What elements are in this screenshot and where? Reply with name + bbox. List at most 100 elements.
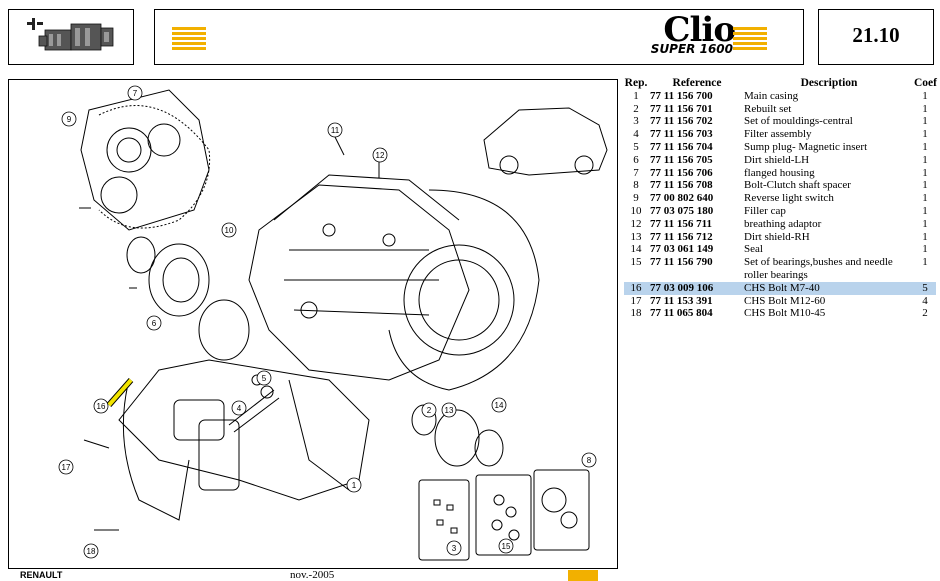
callout-12: 12 bbox=[372, 147, 388, 163]
cell-rep: 5 bbox=[633, 140, 639, 153]
callout-1: 1 bbox=[346, 477, 362, 493]
svg-text:14: 14 bbox=[495, 401, 504, 410]
cell-reference: 77 11 065 804 bbox=[650, 307, 713, 320]
cell-coef: 1 bbox=[922, 128, 928, 141]
callout-2: 2 bbox=[421, 402, 437, 418]
svg-text:7: 7 bbox=[133, 89, 138, 98]
table-row[interactable]: 9 77 00 802 640 Reverse light switch 1 bbox=[624, 192, 936, 205]
cell-description: Bolt-Clutch shaft spacer bbox=[744, 179, 851, 192]
table-row[interactable]: 2 77 11 156 701 Rebuilt set 1 bbox=[624, 103, 936, 116]
callout-10: 10 bbox=[221, 222, 237, 238]
flanged-housing-shape bbox=[80, 89, 210, 231]
callout-7: 7 bbox=[127, 85, 143, 101]
cell-rep: 15 bbox=[630, 256, 642, 269]
bellhousing-shape bbox=[388, 189, 540, 391]
cell-rep: 7 bbox=[633, 166, 639, 179]
cell-coef: 1 bbox=[922, 256, 928, 269]
stripe-logo-left bbox=[172, 27, 206, 53]
cell-coef: 1 bbox=[922, 140, 928, 153]
cell-rep: 18 bbox=[630, 307, 642, 320]
cell-rep: 9 bbox=[633, 192, 639, 205]
callout-8: 8 bbox=[581, 452, 597, 468]
cell-coef: 1 bbox=[922, 179, 928, 192]
cell-reference: 77 11 156 790 bbox=[650, 256, 713, 269]
cell-rep: 13 bbox=[630, 230, 642, 243]
callout-5: 5 bbox=[256, 370, 272, 386]
brand-name: Clio bbox=[663, 10, 736, 50]
cell-description: Set of bearings,bushes and needle roller… bbox=[744, 256, 893, 281]
cell-description: Dirt shield-RH bbox=[744, 230, 810, 243]
svg-text:8: 8 bbox=[587, 456, 592, 465]
svg-text:3: 3 bbox=[452, 544, 457, 553]
svg-text:9: 9 bbox=[67, 115, 72, 124]
svg-text:6: 6 bbox=[152, 319, 157, 328]
cell-coef: 2 bbox=[922, 307, 928, 320]
cell-reference: 77 03 075 180 bbox=[650, 204, 714, 217]
brand-subtitle: SUPER 1600 bbox=[650, 42, 733, 56]
callout-17: 17 bbox=[58, 459, 74, 475]
cell-description: breathing adaptor bbox=[744, 217, 822, 230]
table-row[interactable]: 5 77 11 156 704 Sump plug- Magnetic insert… bbox=[624, 141, 936, 154]
cell-coef: 5 bbox=[922, 281, 928, 294]
svg-text:15: 15 bbox=[502, 542, 511, 551]
cell-reference: 77 11 156 701 bbox=[650, 102, 713, 115]
svg-text:16: 16 bbox=[97, 402, 106, 411]
cell-reference: 77 11 156 700 bbox=[650, 89, 713, 102]
col-coef: Coef bbox=[914, 77, 937, 89]
col-description: Description bbox=[800, 77, 858, 89]
cell-reference: 77 00 802 640 bbox=[650, 192, 714, 205]
table-row[interactable]: 12 77 11 156 711 breathing adaptor 1 bbox=[624, 218, 936, 231]
callout-13: 13 bbox=[441, 402, 457, 418]
cell-coef: 1 bbox=[922, 204, 928, 217]
svg-text:13: 13 bbox=[445, 406, 454, 415]
callout-4: 4 bbox=[231, 400, 247, 416]
cell-description: Rebuilt set bbox=[744, 102, 792, 115]
cell-rep: 3 bbox=[633, 115, 639, 128]
callout-11: 11 bbox=[327, 122, 343, 138]
cell-reference: 77 11 156 706 bbox=[650, 166, 713, 179]
lower-casing-shape bbox=[118, 359, 370, 501]
cell-coef: 1 bbox=[922, 217, 928, 230]
gearbox-icon bbox=[27, 18, 114, 51]
cell-rep: 8 bbox=[633, 179, 639, 192]
cell-rep: 12 bbox=[630, 217, 642, 230]
table-row[interactable]: 15 77 11 156 790 Set of bearings,bushes an… bbox=[624, 256, 936, 282]
callout-15: 15 bbox=[498, 538, 514, 554]
cell-coef: 1 bbox=[922, 115, 928, 128]
cell-description: Reverse light switch bbox=[744, 192, 834, 205]
cell-description: Sump plug- Magnetic insert bbox=[744, 140, 868, 153]
cell-description: Seal bbox=[744, 243, 763, 256]
cell-rep: 14 bbox=[630, 243, 642, 256]
cell-coef: 1 bbox=[922, 192, 928, 205]
cell-rep: 2 bbox=[633, 102, 639, 115]
footer-brand: RENAULT bbox=[20, 570, 63, 580]
cell-reference: 77 11 156 702 bbox=[650, 115, 713, 128]
cell-reference: 77 11 156 704 bbox=[650, 140, 713, 153]
cell-rep: 10 bbox=[630, 204, 642, 217]
cell-reference: 77 11 153 391 bbox=[650, 294, 713, 307]
callout-3: 3 bbox=[446, 540, 462, 556]
section-icon-box bbox=[8, 9, 134, 65]
cell-description: Dirt shield-LH bbox=[744, 153, 810, 166]
svg-text:1: 1 bbox=[352, 481, 357, 490]
cell-coef: 1 bbox=[922, 102, 928, 115]
callout-9: 9 bbox=[61, 111, 77, 127]
cell-reference: 77 11 156 711 bbox=[650, 217, 713, 230]
brand-logo: Clio SUPER 1600 bbox=[643, 10, 736, 60]
cell-rep: 6 bbox=[633, 153, 639, 166]
